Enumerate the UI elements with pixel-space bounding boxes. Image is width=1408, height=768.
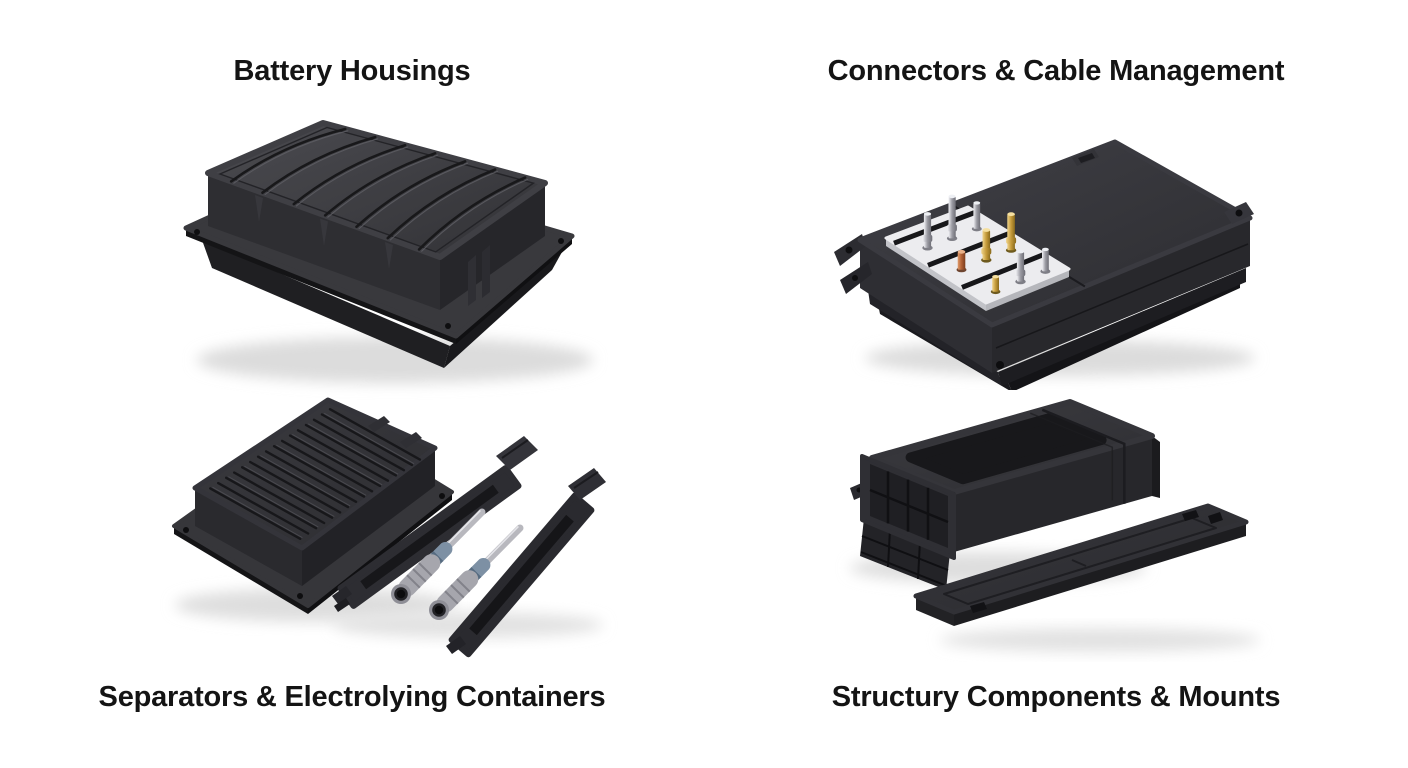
panel-battery-housings: Battery Housings: [0, 0, 704, 384]
cover-plate: [913, 503, 1249, 626]
panel-title: Battery Housings: [233, 55, 471, 87]
panel-title: Structury Components & Mounts: [831, 681, 1281, 713]
panel-structury-components-mounts: Structury Components & Mounts: [704, 384, 1408, 768]
structural-components-photo: [850, 399, 1260, 652]
panel-title: Separators & Electrolying Containers: [98, 681, 606, 713]
terminal-pins: [922, 194, 1051, 295]
battery-housing-photo: [183, 120, 593, 383]
separator-container-photo: [172, 397, 606, 658]
panel-title: Connectors & Cable Management: [827, 55, 1285, 87]
panel-connectors-cable-management: Connectors & Cable Management: [704, 0, 1408, 390]
panel-separators-electrolying-containers: Separators & Electrolying Containers: [0, 384, 704, 768]
retaining-rail-right: [446, 468, 606, 658]
mount-tube: [850, 399, 1160, 590]
connector-box-photo: [834, 139, 1255, 390]
retaining-rail-left: [332, 436, 538, 612]
